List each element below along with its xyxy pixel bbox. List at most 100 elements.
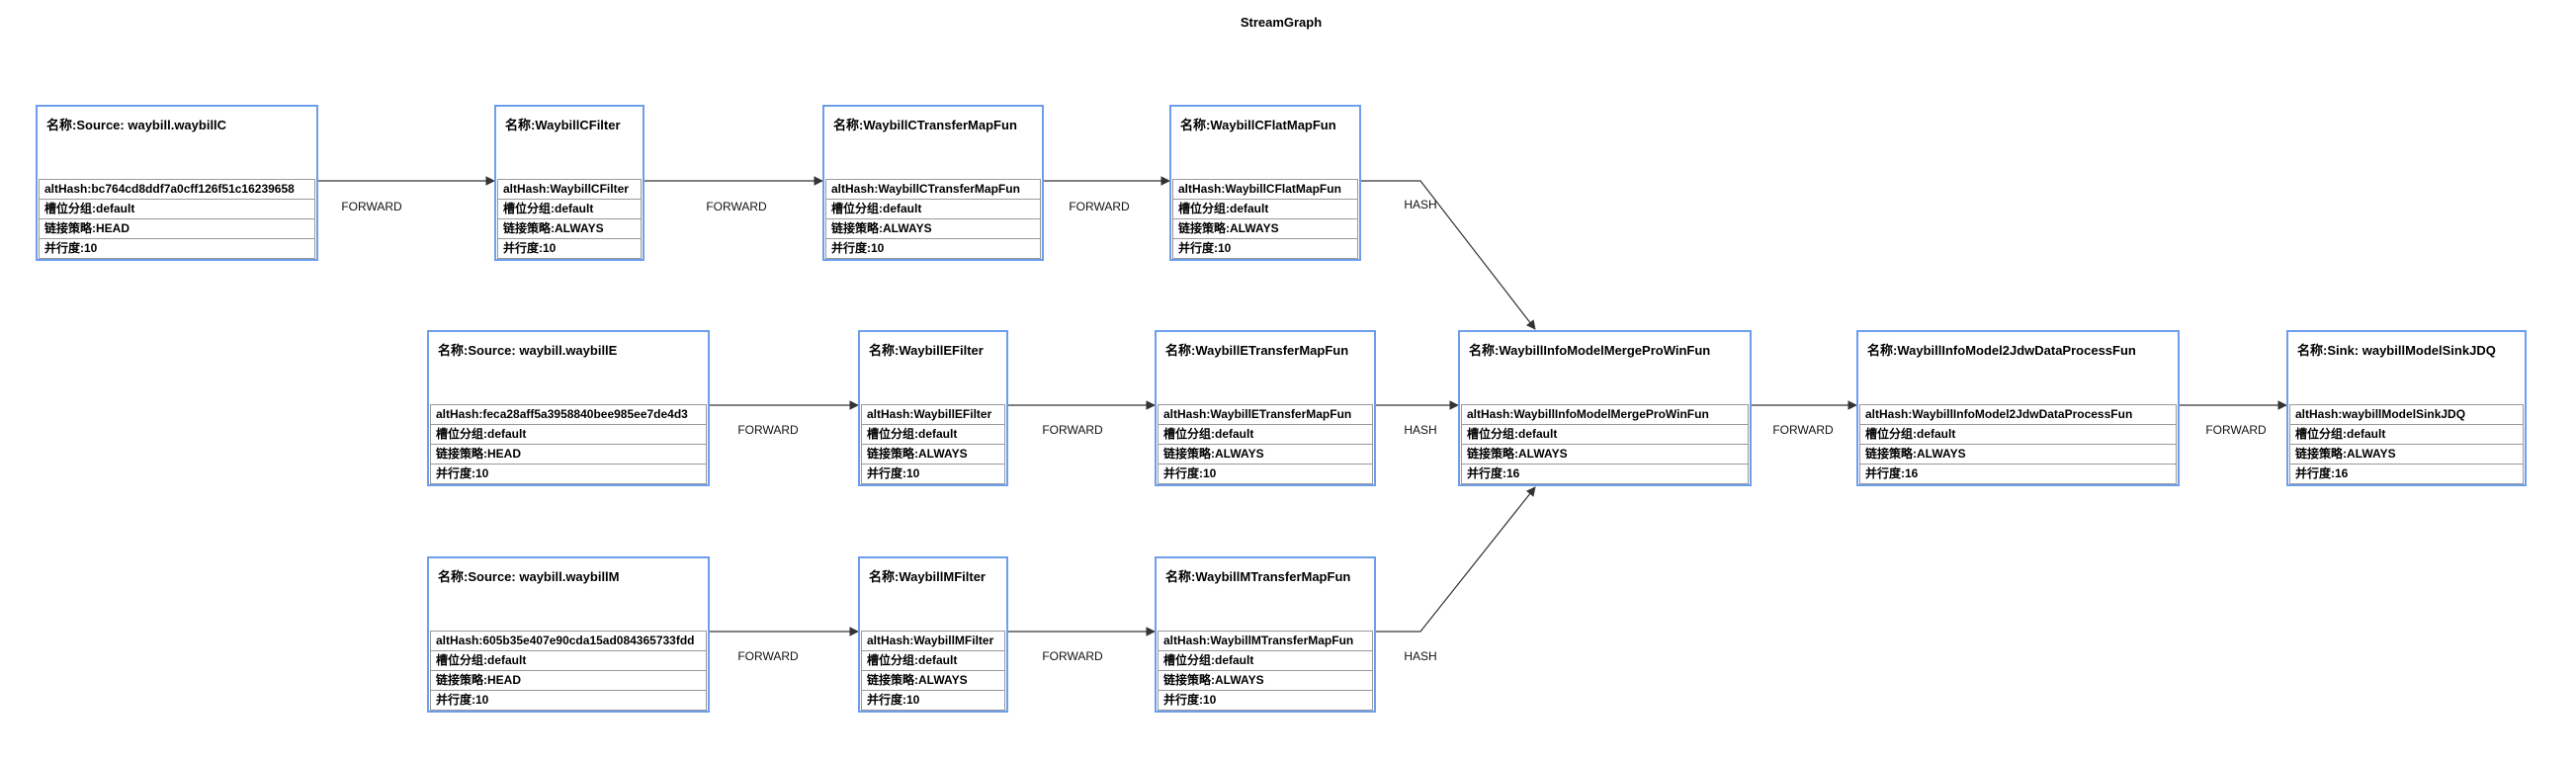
parallelism-value: 10 [1203,693,1217,707]
althash-value: WaybillCTransferMapFun [878,182,1020,196]
name-label: 名称: [833,118,864,132]
althash-value: WaybillMTransferMapFun [1210,634,1354,647]
edge-label: FORWARD [737,423,799,437]
node-name: 名称:WaybillCTransferMapFun [824,107,1042,179]
node-row-slot-group: 槽位分组:default [1461,424,1749,445]
slot-label: 槽位分组: [867,653,918,667]
chain-value: ALWAYS [1230,221,1279,235]
node-name: 名称:Source: waybill.waybillM [429,558,708,631]
slot-label: 槽位分组: [1467,427,1518,441]
chain-value: ALWAYS [1518,447,1568,461]
edge-label: HASH [1404,649,1437,663]
name-value: WaybillCTransferMapFun [863,118,1017,132]
slot-label: 槽位分组: [1163,427,1215,441]
node-waybillCFilter[interactable]: 名称:WaybillCFilter altHash:WaybillCFilter… [494,105,644,261]
parallelism-label: 并行度: [1178,241,1218,255]
parallelism-value: 10 [1218,241,1232,255]
parallelism-value: 10 [906,693,920,707]
name-label: 名称: [1469,343,1500,358]
edge-label: FORWARD [1042,649,1103,663]
edge-label: FORWARD [2205,423,2267,437]
parallelism-value: 10 [475,466,489,480]
althash-label: altHash: [436,407,483,421]
node-row-parallelism: 并行度:10 [825,238,1041,259]
parallelism-label: 并行度: [1467,466,1506,480]
slot-value: default [487,427,527,441]
node-waybillInfoModelMergeProWinFun[interactable]: 名称:WaybillInfoModelMergeProWinFun altHas… [1458,330,1752,486]
parallelism-value: 16 [1506,466,1520,480]
althash-label: altHash: [2295,407,2343,421]
chain-value: ALWAYS [1215,447,1264,461]
node-name: 名称:WaybillInfoModelMergeProWinFun [1460,332,1750,404]
node-row-chain-strategy: 链接策略:ALWAYS [1172,218,1358,239]
node-row-slot-group: 槽位分组:default [2289,424,2524,445]
node-row-althash: altHash:bc764cd8ddf7a0cff126f51c16239658 [39,179,315,200]
node-row-parallelism: 并行度:10 [430,464,707,484]
chain-value: HEAD [487,673,522,687]
node-source-waybillE[interactable]: 名称:Source: waybill.waybillE altHash:feca… [427,330,710,486]
node-row-parallelism: 并行度:10 [1172,238,1358,259]
chain-value: ALWAYS [2347,447,2396,461]
slot-value: default [1215,427,1254,441]
chain-value: HEAD [487,447,522,461]
node-waybillMTransferMapFun[interactable]: 名称:WaybillMTransferMapFun altHash:Waybil… [1155,556,1376,713]
edge-cflatmap-to-merge [1361,180,1536,330]
edge-label: FORWARD [341,200,402,213]
parallelism-label: 并行度: [1163,693,1203,707]
edge-label: FORWARD [1772,423,1834,437]
chain-label: 链接策略: [436,447,487,461]
node-row-slot-group: 槽位分组:default [1158,424,1373,445]
node-sink-waybillModelSinkJDQ[interactable]: 名称:Sink: waybillModelSinkJDQ altHash:way… [2286,330,2527,486]
althash-value: WaybillETransferMapFun [1210,407,1352,421]
parallelism-value: 10 [871,241,885,255]
node-waybillMFilter[interactable]: 名称:WaybillMFilter altHash:WaybillMFilter… [858,556,1008,713]
chain-value: HEAD [96,221,130,235]
name-label: 名称: [1165,569,1196,584]
node-row-althash: altHash:WaybillInfoModelMergeProWinFun [1461,404,1749,425]
node-source-waybillM[interactable]: 名称:Source: waybill.waybillM altHash:605b… [427,556,710,713]
node-row-parallelism: 并行度:10 [861,464,1005,484]
slot-value: default [1917,427,1956,441]
node-row-chain-strategy: 链接策略:ALWAYS [861,670,1005,691]
name-label: 名称: [438,569,469,584]
node-row-slot-group: 槽位分组:default [39,199,315,219]
chain-value: ALWAYS [918,447,968,461]
node-waybillInfoModel2JdwDataProcessFun[interactable]: 名称:WaybillInfoModel2JdwDataProcessFun al… [1856,330,2180,486]
parallelism-label: 并行度: [436,693,475,707]
node-waybillCTransferMapFun[interactable]: 名称:WaybillCTransferMapFun altHash:Waybil… [822,105,1044,261]
edge-label: FORWARD [1042,423,1103,437]
node-name: 名称:WaybillCFlatMapFun [1171,107,1359,179]
parallelism-label: 并行度: [44,241,84,255]
althash-value: WaybillInfoModel2JdwDataProcessFun [1912,407,2133,421]
chain-label: 链接策略: [1467,447,1518,461]
node-row-althash: altHash:WaybillCFlatMapFun [1172,179,1358,200]
node-row-chain-strategy: 链接策略:ALWAYS [497,218,642,239]
node-name: 名称:Source: waybill.waybillE [429,332,708,404]
chain-value: ALWAYS [1917,447,1966,461]
chain-label: 链接策略: [867,447,918,461]
name-value: WaybillMTransferMapFun [1195,569,1351,584]
name-label: 名称: [2297,343,2328,358]
node-row-althash: altHash:WaybillInfoModel2JdwDataProcessF… [1859,404,2177,425]
node-waybillEFilter[interactable]: 名称:WaybillEFilter altHash:WaybillEFilter… [858,330,1008,486]
name-value: WaybillInfoModel2JdwDataProcessFun [1897,343,2136,358]
parallelism-label: 并行度: [1163,466,1203,480]
althash-value: waybillModelSinkJDQ [2342,407,2466,421]
node-row-chain-strategy: 链接策略:ALWAYS [1158,670,1373,691]
node-row-althash: altHash:feca28aff5a3958840bee985ee7de4d3 [430,404,707,425]
name-value: WaybillCFlatMapFun [1210,118,1336,132]
slot-label: 槽位分组: [1865,427,1917,441]
node-waybillCFlatMapFun[interactable]: 名称:WaybillCFlatMapFun altHash:WaybillCFl… [1169,105,1361,261]
node-row-slot-group: 槽位分组:default [861,424,1005,445]
edge-label: HASH [1404,423,1437,437]
parallelism-label: 并行度: [831,241,871,255]
name-value: WaybillMFilter [899,569,986,584]
node-source-waybillC[interactable]: 名称:Source: waybill.waybillC altHash:bc76… [36,105,318,261]
node-name: 名称:WaybillInfoModel2JdwDataProcessFun [1858,332,2178,404]
node-waybillETransferMapFun[interactable]: 名称:WaybillETransferMapFun altHash:Waybil… [1155,330,1376,486]
slot-label: 槽位分组: [831,202,883,215]
name-value: Source: waybill.waybillE [468,343,618,358]
althash-label: altHash: [1865,407,1913,421]
node-row-parallelism: 并行度:10 [1158,464,1373,484]
node-name: 名称:Source: waybill.waybillC [38,107,316,179]
